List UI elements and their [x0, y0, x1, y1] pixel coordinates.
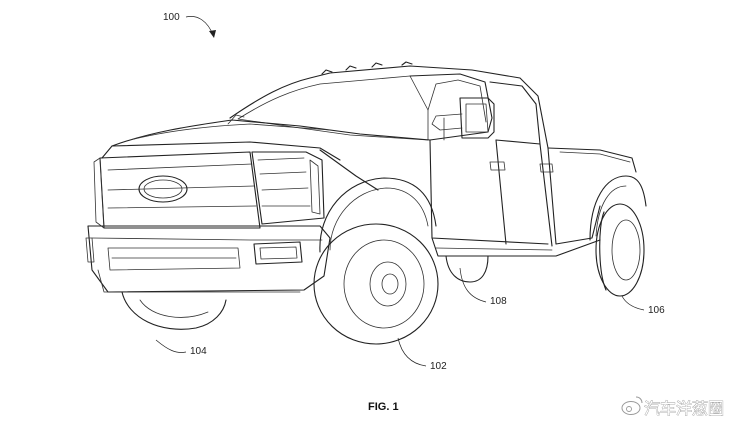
side-mirror-arm	[431, 113, 463, 141]
rear-door-window	[489, 81, 541, 145]
rear-dual-wheel-rim	[611, 219, 641, 281]
ref-leader-104	[155, 339, 187, 353]
front-wheel-rim	[343, 239, 425, 329]
front-wheel-hub	[369, 261, 407, 307]
hood-top-edge	[111, 119, 431, 147]
ref-label-100: 100	[163, 12, 180, 23]
figure-caption: FIG. 1	[368, 401, 399, 413]
hood-crease	[129, 123, 331, 141]
rocker-line	[435, 247, 553, 251]
turn-signal	[309, 159, 321, 215]
bumper-lower-grille	[107, 247, 241, 271]
left-fog-lamp	[85, 237, 95, 263]
front-left-wheel-inner	[139, 299, 209, 318]
front-door-edge	[429, 139, 549, 245]
grille-bars	[107, 163, 257, 209]
bumper-upper-line	[91, 237, 323, 241]
hood-front-edge	[101, 141, 341, 161]
ref-leader-108	[459, 267, 487, 303]
fog-lamp	[253, 241, 303, 265]
front-wheel-arch	[319, 177, 437, 253]
side-mirror-glass	[465, 103, 489, 133]
front-door-window	[409, 73, 493, 141]
watermark-text: 汽车洋葱圈	[644, 399, 724, 418]
bed-front-edge	[547, 147, 557, 245]
ford-emblem	[138, 175, 188, 203]
ford-emblem-inner	[143, 179, 183, 199]
front-wheel-center	[381, 273, 399, 295]
side-mirror	[459, 97, 495, 139]
ref-label-108: 108	[490, 296, 507, 307]
weibo-logo-icon	[621, 396, 643, 415]
wiper	[227, 114, 245, 125]
front-left-wheel	[121, 291, 227, 330]
front-bumper	[87, 225, 331, 293]
rear-fender-flare-inner	[595, 185, 627, 237]
rear-dual-wheel-inner-tire	[599, 211, 607, 291]
rear-door-edge	[539, 143, 553, 247]
ref-leader-106	[621, 295, 645, 311]
bed-rail-inner	[559, 151, 631, 163]
headlight-bars	[257, 157, 311, 207]
grille-side	[93, 157, 105, 229]
front-wheel-tire	[313, 223, 439, 345]
running-board	[431, 237, 601, 257]
ref-label-104: 104	[190, 346, 207, 357]
roof-marker-lights	[321, 61, 413, 75]
headlight-housing	[251, 151, 325, 225]
ref-arrow-100	[185, 16, 214, 36]
ref-leader-102	[397, 337, 427, 367]
bed-rail	[547, 147, 637, 173]
grille-frame	[99, 151, 261, 229]
door-split-line	[495, 139, 507, 245]
front-wheel-arch-inner	[329, 187, 429, 251]
rear-inner-wheel	[445, 255, 489, 283]
front-door-handle	[489, 161, 506, 171]
bed-lower-edge	[555, 205, 601, 245]
cab-roof-outline	[229, 65, 549, 149]
pickup-truck	[85, 61, 647, 345]
rear-fender-flare	[589, 175, 647, 241]
fender-top	[319, 149, 379, 191]
rear-door-handle	[539, 163, 554, 173]
ref-arrowhead-100	[209, 30, 216, 38]
ref-label-106: 106	[648, 305, 665, 316]
rear-dual-wheel-tire	[595, 203, 645, 297]
bumper-skid	[97, 269, 301, 293]
fog-lamp-lens	[259, 246, 298, 260]
ref-label-102: 102	[430, 361, 447, 372]
